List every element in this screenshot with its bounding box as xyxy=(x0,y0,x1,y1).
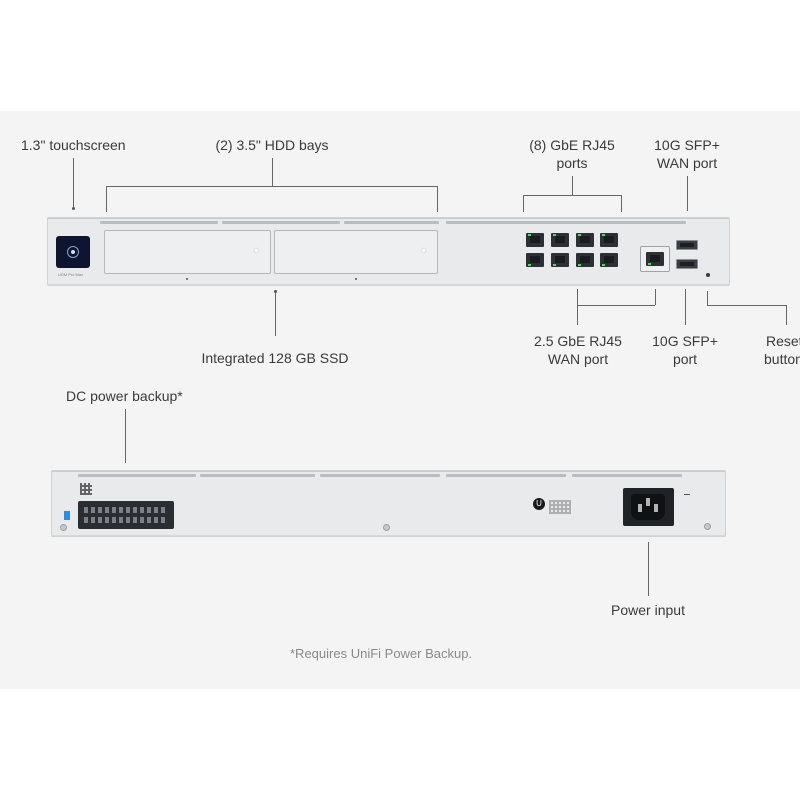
bracket-hdd-bays xyxy=(106,186,437,187)
compliance-marks-icon xyxy=(549,500,571,514)
qr-code-icon xyxy=(80,483,92,495)
label-ssd: Integrated 128 GB SSD xyxy=(201,350,349,366)
leader-ssd xyxy=(275,292,276,336)
hdd-bay-2[interactable] xyxy=(274,230,438,274)
label-dc-power: DC power backup* xyxy=(66,388,183,404)
blue-latch-icon xyxy=(64,511,70,520)
label-gbe-ports-2: ports xyxy=(556,155,588,171)
leader-power-input xyxy=(648,542,649,596)
label-sfp-port-2: port xyxy=(672,351,698,367)
power-input-socket[interactable] xyxy=(623,488,674,526)
leader-gbe-ports xyxy=(572,176,573,195)
hdd-bay-1[interactable] xyxy=(104,230,271,274)
front-vent xyxy=(222,221,340,224)
gbe-port-5[interactable] xyxy=(576,233,594,247)
leader-wan25 xyxy=(577,289,578,305)
label-sfp-port-1: 10G SFP+ xyxy=(652,333,718,349)
label-wan25-2: WAN port xyxy=(547,351,609,367)
screen-logo-icon xyxy=(67,246,79,258)
leader-wan25-down xyxy=(577,305,578,325)
bay-marker xyxy=(355,278,357,280)
screen-caption: UDM Pro Max xyxy=(58,272,84,277)
screw-icon xyxy=(383,524,390,531)
leader-reset-h xyxy=(707,305,786,306)
leader-sfp-port xyxy=(685,289,686,325)
bay-marker xyxy=(186,278,188,280)
front-vent xyxy=(344,221,439,224)
leader-sfp-wan xyxy=(687,176,688,211)
label-reset-1: Reset xyxy=(766,333,800,349)
gbe-port-8[interactable] xyxy=(600,253,618,267)
rear-vent xyxy=(78,474,196,477)
label-power-input: Power input xyxy=(611,602,685,618)
leader-touchscreen xyxy=(73,158,74,209)
gbe-port-1[interactable] xyxy=(526,233,544,247)
ground-tab-icon xyxy=(684,494,690,495)
leader-dot xyxy=(72,207,75,210)
footnote: *Requires UniFi Power Backup. xyxy=(290,646,473,661)
wan-25gbe-port[interactable] xyxy=(646,252,664,266)
rear-vent xyxy=(320,474,440,477)
gbe-port-3[interactable] xyxy=(551,233,569,247)
label-hdd-bays: (2) 3.5" HDD bays xyxy=(215,137,329,153)
reset-button[interactable] xyxy=(706,273,710,277)
front-vent xyxy=(446,221,686,224)
label-sfp-wan-2: WAN port xyxy=(656,155,718,171)
leader-reset-down xyxy=(786,305,787,325)
leader-wan25-r xyxy=(655,289,656,305)
leader-wan25-h xyxy=(577,305,655,306)
gbe-port-6[interactable] xyxy=(576,253,594,267)
gbe-port-2[interactable] xyxy=(526,253,544,267)
sfp-port[interactable] xyxy=(676,259,698,269)
label-reset-2: button xyxy=(764,351,800,367)
bay-led xyxy=(255,249,258,252)
bracket-gbe-left xyxy=(523,195,524,212)
dc-backup-port[interactable] xyxy=(78,501,174,529)
sfp-wan-port[interactable] xyxy=(676,240,698,250)
leader-hdd-bays xyxy=(272,158,273,186)
rear-vent xyxy=(446,474,566,477)
bay-led xyxy=(422,249,425,252)
screw-icon xyxy=(60,524,67,531)
leader-dc-power xyxy=(125,409,126,463)
leader-dot xyxy=(274,290,277,293)
gbe-port-7[interactable] xyxy=(600,233,618,247)
rear-vent xyxy=(200,474,315,477)
diagram-panel xyxy=(0,111,800,689)
bracket-gbe-right xyxy=(621,195,622,212)
label-sfp-wan-1: 10G SFP+ xyxy=(654,137,720,153)
label-gbe-ports-1: (8) GbE RJ45 xyxy=(529,137,615,153)
bracket-gbe-ports xyxy=(523,195,621,196)
rear-vent xyxy=(572,474,682,477)
leader-reset xyxy=(707,291,708,305)
ubiquiti-logo-icon: U xyxy=(533,498,545,510)
front-vent xyxy=(100,221,218,224)
screw-icon xyxy=(704,523,711,530)
label-touchscreen: 1.3" touchscreen xyxy=(21,137,126,153)
label-wan25-1: 2.5 GbE RJ45 xyxy=(534,333,622,349)
gbe-port-4[interactable] xyxy=(551,253,569,267)
bracket-hdd-left xyxy=(106,186,107,212)
bracket-hdd-right xyxy=(437,186,438,212)
touchscreen-display[interactable] xyxy=(56,236,90,268)
